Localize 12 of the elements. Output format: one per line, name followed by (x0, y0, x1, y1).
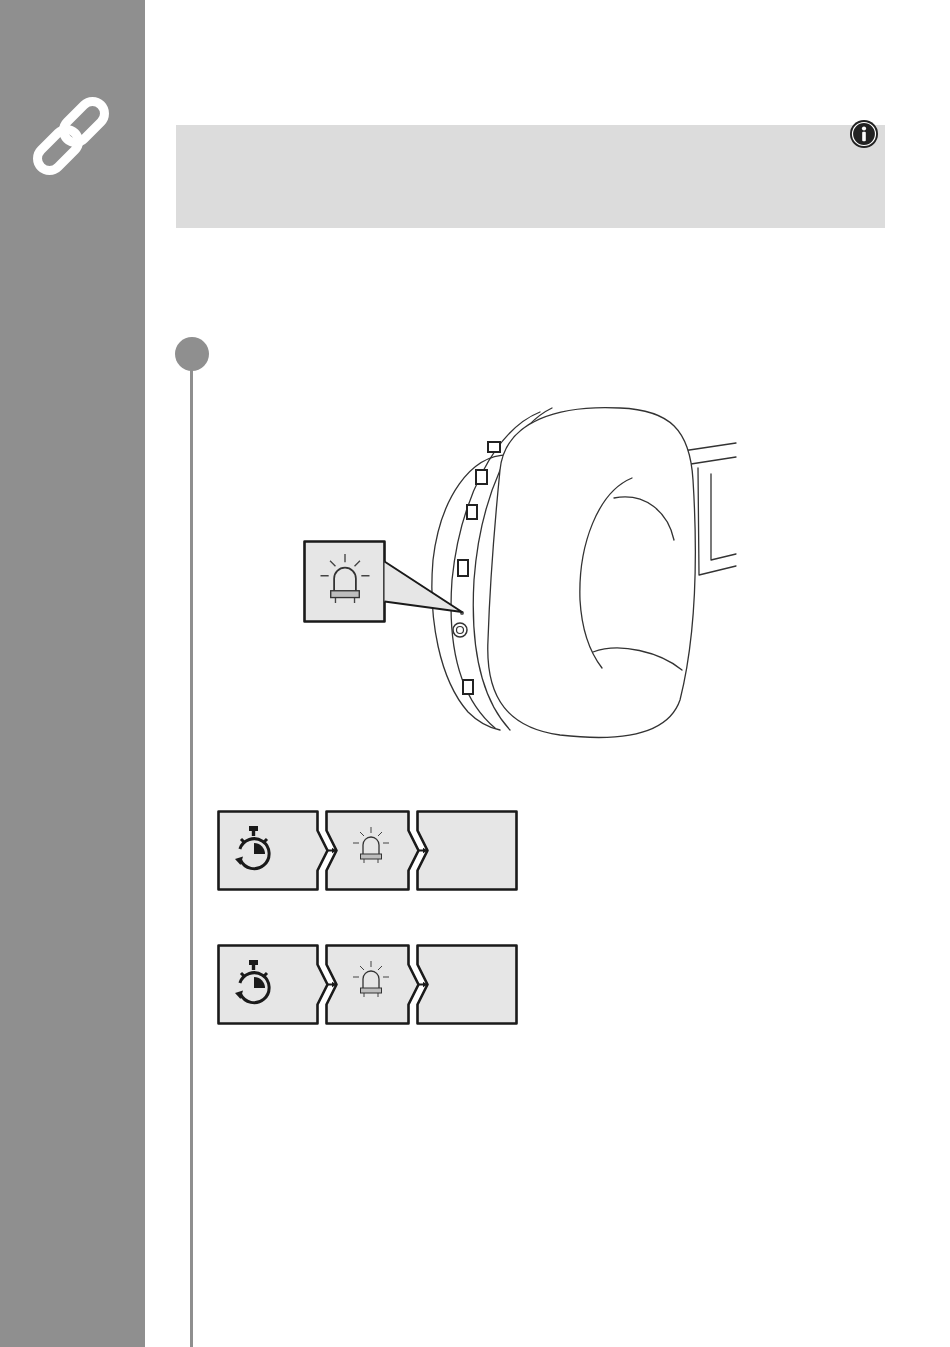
process-step (217, 944, 329, 1025)
arrow (417, 847, 429, 854)
arrow (326, 847, 338, 854)
arrow (326, 981, 338, 988)
process-step (325, 810, 420, 891)
process-step (217, 810, 329, 891)
process-step (325, 944, 420, 1025)
callout-pointer (383, 560, 463, 613)
process-step (416, 810, 518, 891)
process-step (416, 944, 518, 1025)
callout-box (303, 540, 386, 623)
arrow (417, 981, 429, 988)
